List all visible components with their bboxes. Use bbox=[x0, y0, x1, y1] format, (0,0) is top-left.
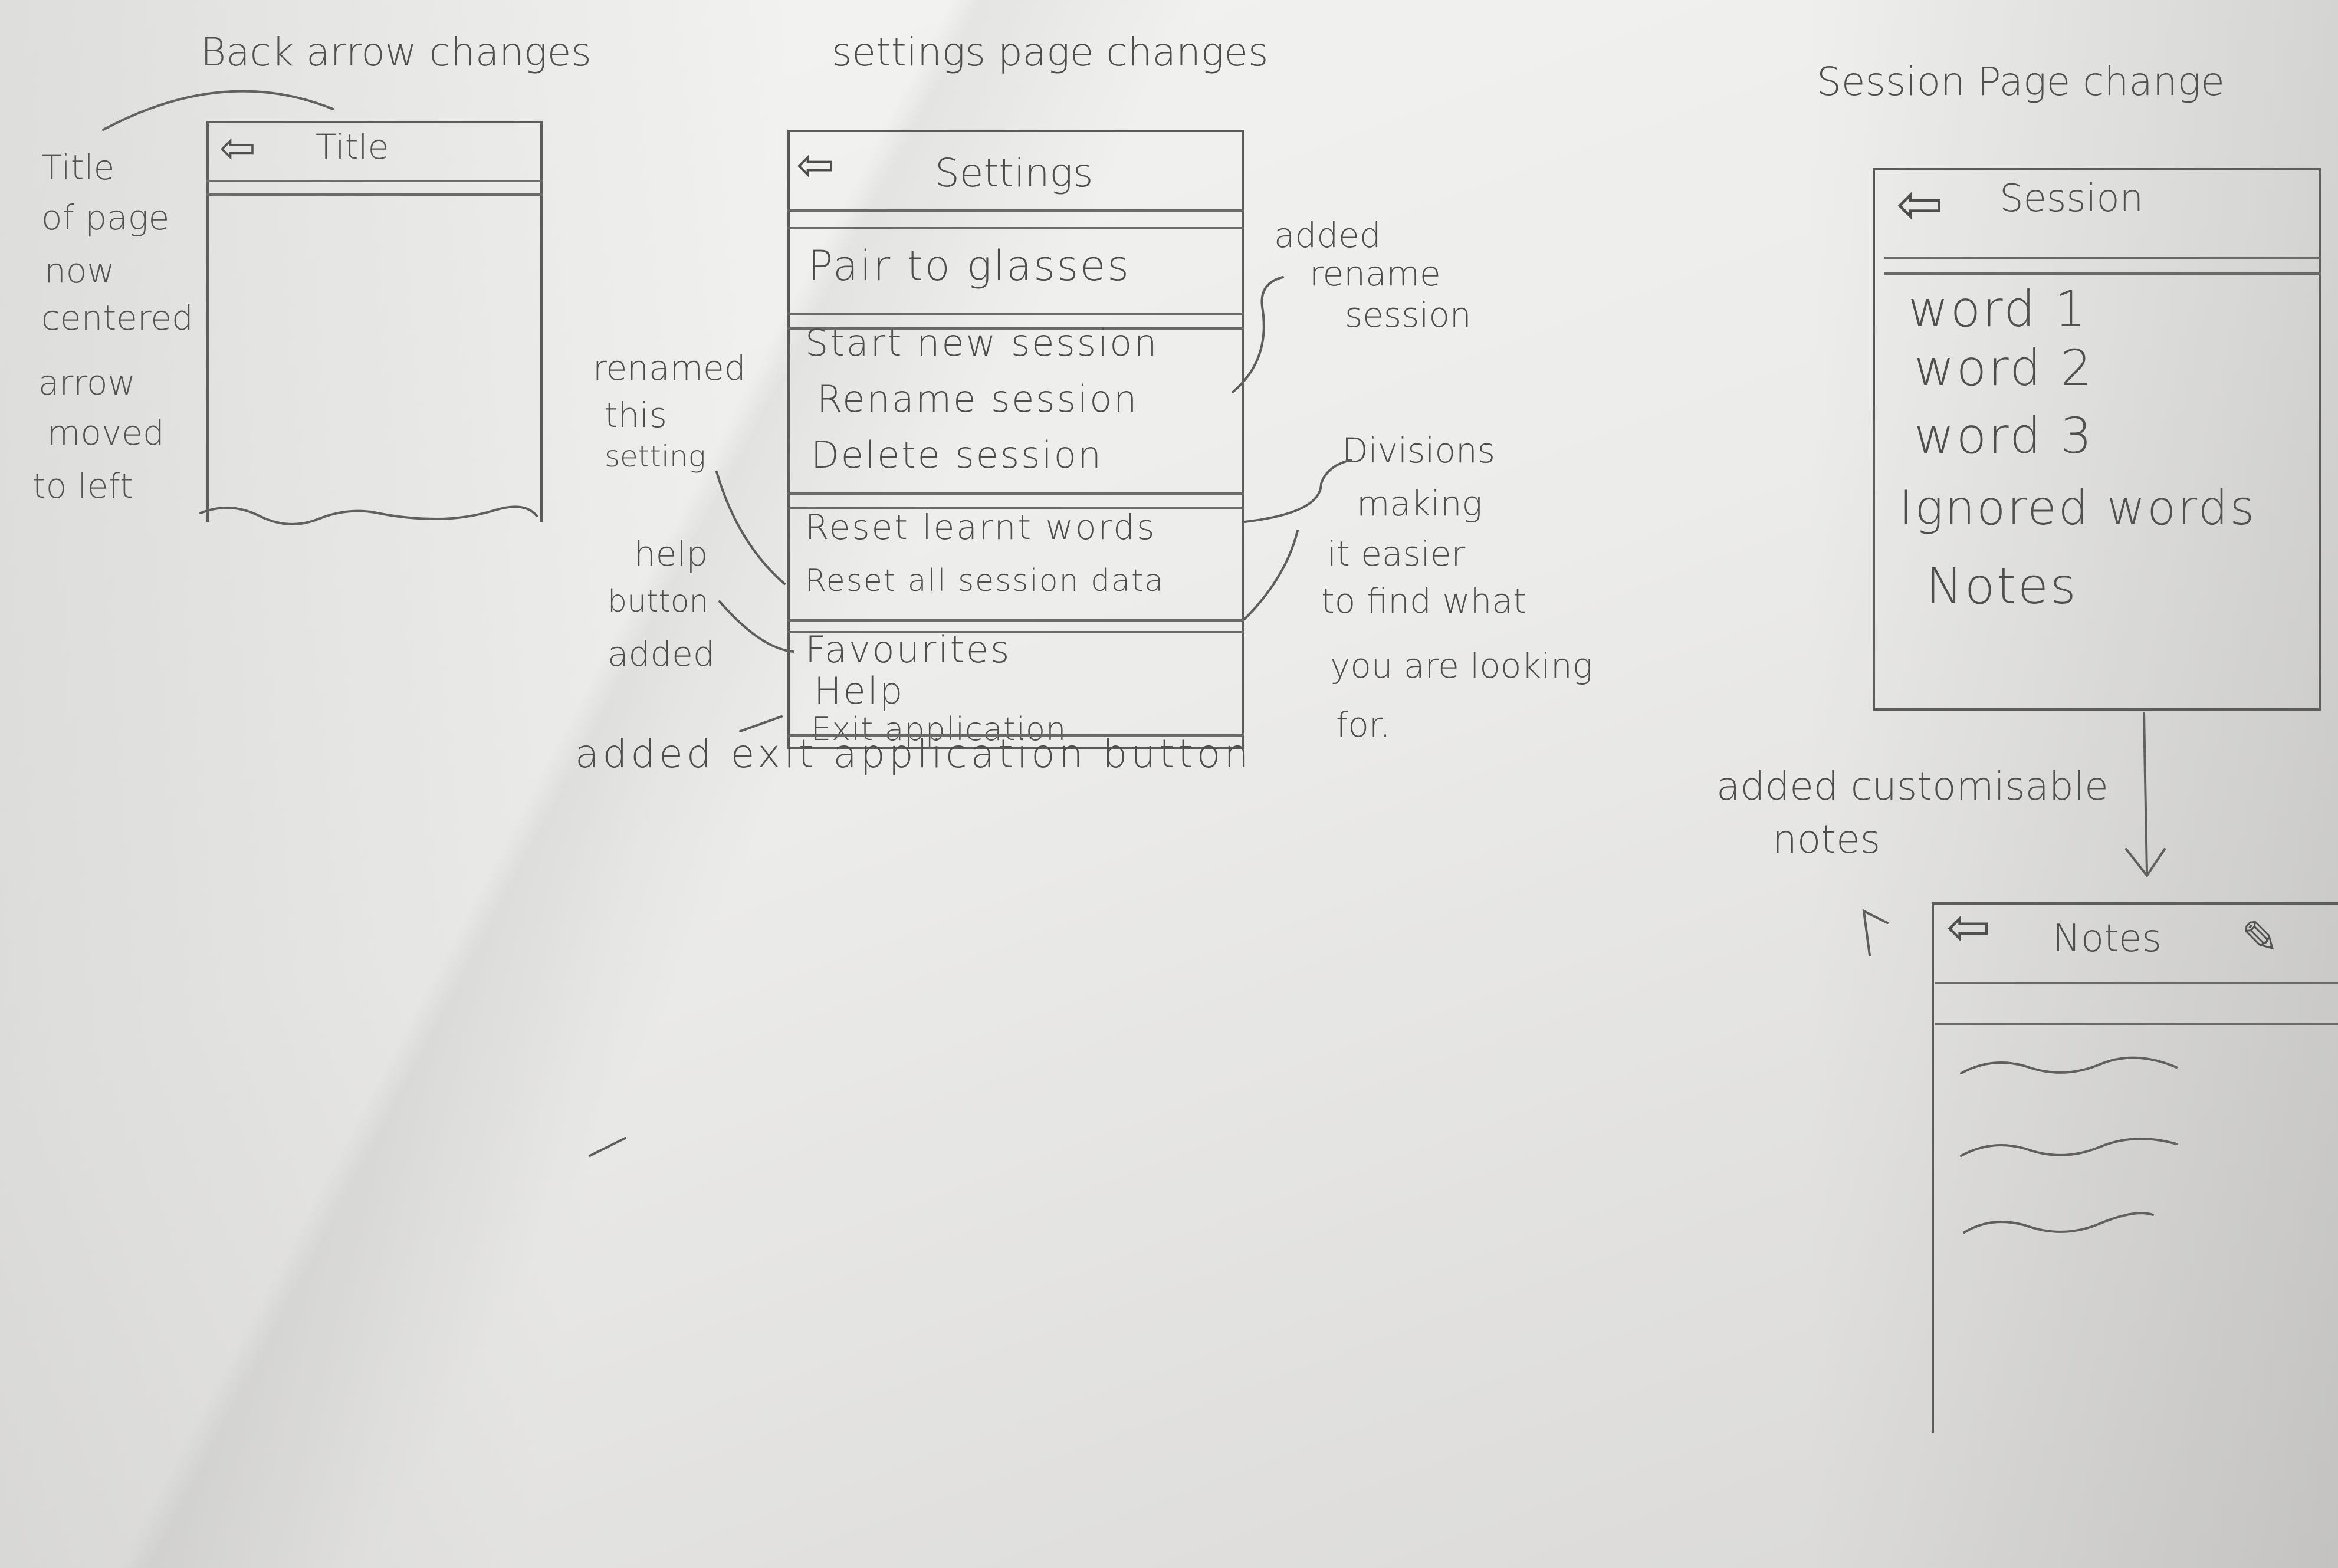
connector-divisions bbox=[1243, 459, 1352, 523]
session-notes-item[interactable]: Notes bbox=[1926, 557, 2078, 615]
notes-header-divider bbox=[1935, 982, 2338, 984]
settings-bottom-divider bbox=[787, 734, 1244, 737]
wavy-bottom bbox=[199, 505, 538, 525]
sketch-settings-page bbox=[787, 130, 1244, 749]
session-word-item[interactable]: word 3 bbox=[1914, 407, 2094, 465]
session-header-divider bbox=[1884, 257, 2321, 259]
heading-session-page-change: Session Page change bbox=[1817, 59, 2225, 104]
annotation-help-added: button bbox=[608, 584, 709, 619]
session-word-item[interactable]: word 1 bbox=[1908, 280, 2088, 338]
notes-header-divider-2 bbox=[1935, 1023, 2338, 1025]
settings-group-divider bbox=[787, 631, 1244, 633]
title-divider bbox=[206, 180, 543, 182]
sketch1-note-line: moved bbox=[47, 413, 165, 453]
settings-header-divider-2 bbox=[787, 227, 1244, 229]
annotation-customisable-notes: notes bbox=[1772, 817, 1881, 862]
settings-item-rename-session[interactable]: Rename session bbox=[817, 377, 1139, 420]
heading-back-arrow-changes: Back arrow changes bbox=[201, 29, 592, 75]
annotation-added-rename: added bbox=[1274, 215, 1381, 255]
notes-scribble-2 bbox=[1960, 1138, 2178, 1157]
annotation-renamed: this bbox=[605, 395, 667, 435]
settings-group-divider bbox=[787, 492, 1244, 495]
back-arrow-icon: ⇦ bbox=[219, 123, 257, 173]
settings-item-reset-words[interactable]: Reset learnt words bbox=[805, 507, 1157, 547]
sketch-session-page bbox=[1873, 168, 2321, 711]
small-arrow bbox=[1862, 909, 1889, 956]
sketch1-note-line: to left bbox=[32, 466, 133, 506]
heading-settings-page-changes: settings page changes bbox=[832, 29, 1269, 75]
settings-item-start-session[interactable]: Start new session bbox=[805, 321, 1159, 364]
sketch1-note-line: centered bbox=[41, 298, 193, 338]
annotation-help-added: added bbox=[608, 634, 715, 674]
settings-group-divider bbox=[787, 619, 1244, 622]
annotation-help-added: help bbox=[634, 534, 708, 574]
back-arrow-icon: ⇦ bbox=[796, 139, 835, 192]
annotation-divisions: it easier bbox=[1327, 534, 1466, 574]
sketch1-note-line: of page bbox=[41, 198, 170, 238]
annotation-divisions: making bbox=[1357, 484, 1483, 524]
connector-arc bbox=[102, 90, 334, 131]
sketch1-note-line: now bbox=[44, 251, 115, 291]
connector-session-notes bbox=[2143, 712, 2148, 874]
settings-item-pair[interactable]: Pair to glasses bbox=[808, 242, 1131, 290]
settings-item-help[interactable]: Help bbox=[814, 669, 905, 712]
annotation-divisions: to find what bbox=[1321, 581, 1526, 621]
session-ignored-words[interactable]: Ignored words bbox=[1899, 481, 2257, 535]
session-title: Session bbox=[1999, 177, 2144, 221]
settings-header-divider bbox=[787, 209, 1244, 212]
annotation-added-rename: session bbox=[1345, 295, 1472, 335]
annotation-renamed: setting bbox=[605, 439, 706, 474]
settings-item-reset-session-data[interactable]: Reset all session data bbox=[805, 563, 1165, 599]
annotation-customisable-notes: added customisable bbox=[1716, 764, 2109, 809]
notes-scribble-1 bbox=[1960, 1056, 2178, 1074]
settings-group-divider bbox=[787, 327, 1244, 330]
stray-mark bbox=[589, 1137, 626, 1157]
sketch-notes-page bbox=[1932, 902, 2338, 1433]
connector-rename bbox=[1232, 276, 1284, 393]
session-word-item[interactable]: word 2 bbox=[1914, 339, 2094, 397]
settings-item-favourites[interactable]: Favourites bbox=[805, 628, 1012, 671]
notes-title: Notes bbox=[2053, 917, 2162, 961]
sketch1-title: Title bbox=[316, 127, 389, 167]
settings-group-divider bbox=[787, 313, 1244, 315]
connector-exit bbox=[739, 715, 783, 732]
sketch1-note-line: arrow bbox=[38, 363, 136, 403]
settings-item-delete-session[interactable]: Delete session bbox=[811, 433, 1103, 476]
sketch1-note-line: Title bbox=[41, 147, 115, 188]
connector-help bbox=[718, 600, 794, 653]
annotation-renamed: renamed bbox=[593, 348, 746, 388]
annotation-exit-added: added exit application button bbox=[575, 731, 1253, 777]
annotation-divisions: you are looking bbox=[1330, 646, 1593, 686]
connector-renamed bbox=[715, 471, 786, 585]
annotation-divisions: Divisions bbox=[1342, 430, 1496, 471]
title-divider-2 bbox=[206, 193, 543, 196]
annotation-added-rename: rename bbox=[1309, 254, 1441, 294]
arrow-head bbox=[2125, 848, 2166, 878]
settings-item-exit[interactable]: Exit application bbox=[811, 711, 1067, 748]
settings-group-divider bbox=[787, 507, 1244, 509]
annotation-divisions: for. bbox=[1336, 705, 1391, 745]
back-arrow-icon: ⇦ bbox=[1946, 896, 1991, 958]
back-arrow-icon: ⇦ bbox=[1896, 171, 1944, 237]
settings-title: Settings bbox=[935, 150, 1094, 196]
session-header-divider-2 bbox=[1884, 272, 2321, 275]
connector-divisions-2 bbox=[1243, 530, 1299, 620]
sketch-title-page bbox=[206, 121, 543, 522]
edit-check-icon[interactable]: ✎ bbox=[2241, 911, 2279, 964]
notes-scribble-3 bbox=[1963, 1212, 2154, 1234]
